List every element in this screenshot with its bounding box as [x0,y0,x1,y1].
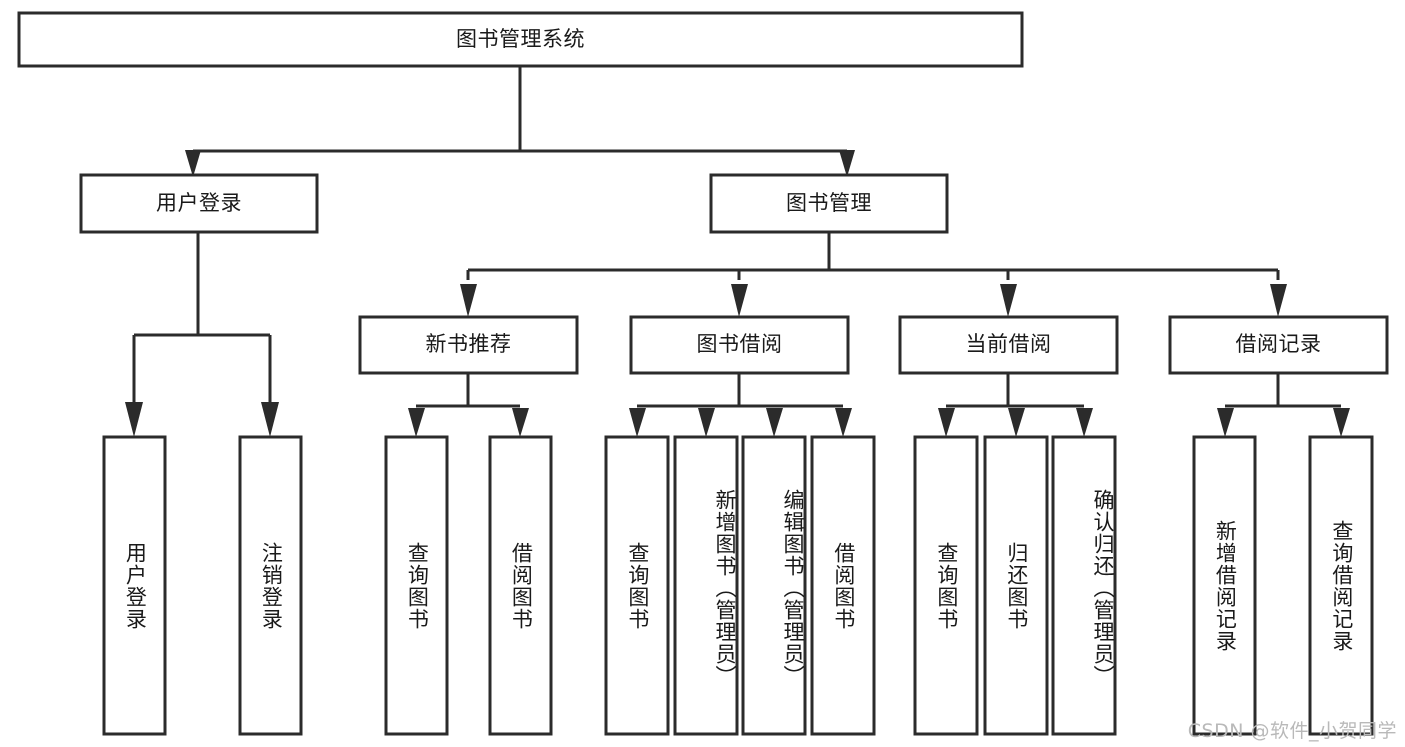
arrow-head-icon [1333,408,1350,437]
arrow-head-icon [731,284,748,317]
connector-newbook-to-leaves [408,373,529,437]
node-box-user-login[interactable] [79,173,319,234]
node-box-leaf-return-book[interactable] [983,435,1049,736]
node-box-leaf-logout-login[interactable] [238,435,303,736]
arrow-head-icon [125,402,143,437]
connector-root-to-level1 [185,66,855,177]
arrow-head-icon [1000,284,1017,317]
node-box-leaf-add-record[interactable] [1192,435,1257,736]
arrow-head-icon [835,408,852,437]
node-box-new-book-recommend[interactable] [358,315,579,375]
node-box-book-manage[interactable] [709,173,949,234]
arrow-head-icon [408,408,425,437]
node-box-leaf-query-book-1[interactable] [384,435,449,736]
connector-bookborrow-to-leaves [629,373,852,437]
connector-userlogin-to-leaves [125,232,279,437]
node-box-book-borrow[interactable] [629,315,850,375]
arrow-head-icon [1270,284,1287,317]
node-box-leaf-user-login[interactable] [102,435,167,736]
connector-currentborrow-to-leaves [938,373,1093,437]
arrow-head-icon [512,408,529,437]
node-box-leaf-add-book[interactable] [673,435,739,736]
arrow-head-icon [629,408,646,437]
connector-bookmanage-to-level2 [460,232,1287,317]
node-box-leaf-query-book-2[interactable] [604,435,670,736]
arrow-head-icon [261,402,279,437]
node-box-leaf-edit-book[interactable] [741,435,807,736]
arrow-head-icon [839,150,855,177]
arrow-head-icon [698,408,715,437]
node-box-leaf-confirm-return[interactable] [1051,435,1117,736]
node-box-leaf-borrow-book-1[interactable] [488,435,553,736]
node-box-root[interactable] [17,11,1024,68]
node-box-leaf-query-record[interactable] [1308,435,1374,736]
arrow-head-icon [460,284,477,317]
node-box-leaf-borrow-book-2[interactable] [810,435,876,736]
arrow-head-icon [938,408,955,437]
node-box-leaf-query-book-3[interactable] [913,435,979,736]
arrow-head-icon [1076,408,1093,437]
node-box-borrow-record[interactable] [1168,315,1389,375]
arrow-head-icon [1008,408,1025,437]
connector-borrowrecord-to-leaves [1217,373,1350,437]
arrow-head-icon [185,150,201,177]
arrow-head-icon [766,408,783,437]
node-box-current-borrow[interactable] [898,315,1119,375]
arrow-head-icon [1217,408,1234,437]
